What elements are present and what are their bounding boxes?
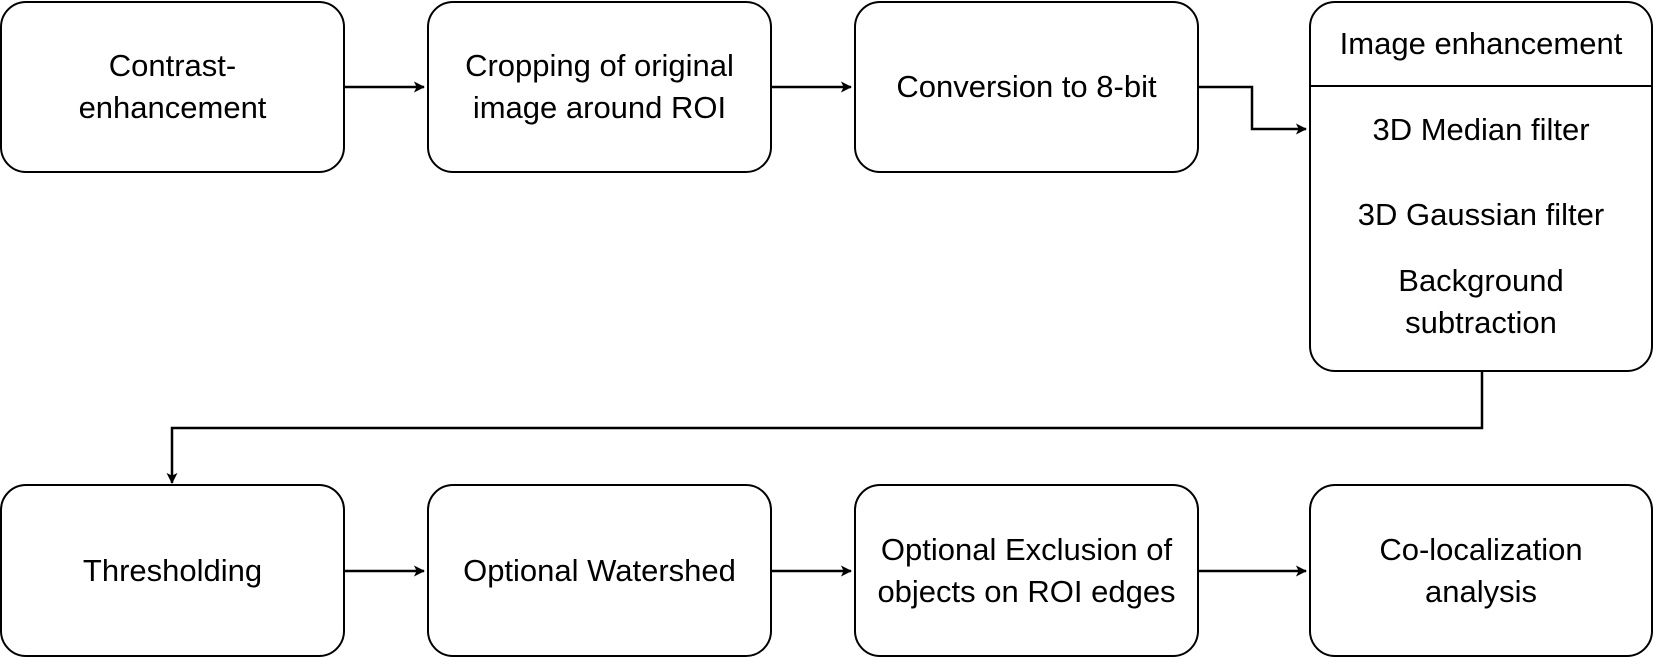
median-filter-item: 3D Median filter [1372,112,1590,147]
cropping-label: Cropping of original image around ROI [465,48,734,125]
contrast-enhancement-box: Contrast- enhancement [0,1,345,173]
cropping-box: Cropping of original image around ROI [427,1,772,173]
thresholding-box: Thresholding [0,484,345,657]
image-enhancement-title: Image enhancement [1311,3,1651,87]
conversion-label: Conversion to 8-bit [896,69,1157,104]
exclusion-label: Optional Exclusion of objects on ROI edg… [877,531,1176,609]
watershed-box: Optional Watershed [427,484,772,657]
exclusion-box: Optional Exclusion of objects on ROI edg… [854,484,1199,657]
image-enhancement-container: Image enhancement 3D Median filter 3D Ga… [1309,1,1653,372]
arrow-enhancement-to-thresholding [166,371,1484,484]
conversion-box: Conversion to 8-bit [854,1,1199,173]
colocalization-box: Co-localization analysis [1309,484,1653,657]
thresholding-label: Thresholding [82,552,263,588]
watershed-label: Optional Watershed [463,552,736,588]
background-subtraction-item: Background subtraction [1398,263,1564,340]
contrast-enhancement-label: Contrast- enhancement [78,48,267,125]
colocalization-label: Co-localization analysis [1379,531,1583,609]
gaussian-filter-item: 3D Gaussian filter [1357,197,1605,232]
arrow-conversion-to-enhancement [1197,85,1307,135]
